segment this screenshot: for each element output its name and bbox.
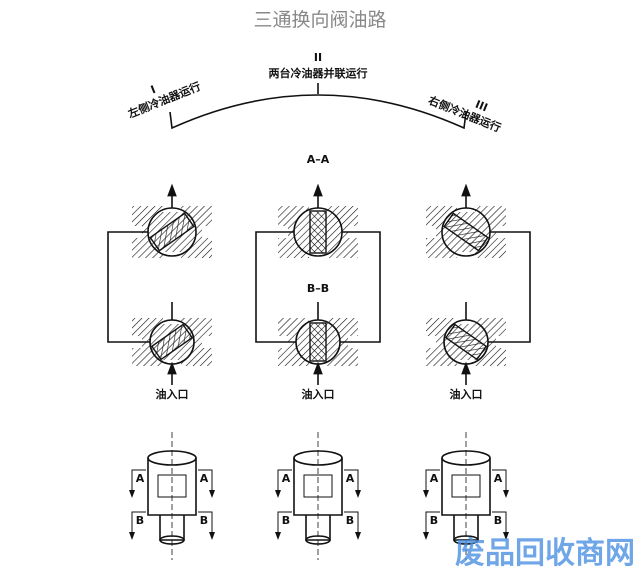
section-arrow-icon xyxy=(492,469,509,498)
valve-plug xyxy=(443,212,489,252)
section-arrow-icon xyxy=(129,469,146,498)
plug-left: A A B B xyxy=(129,432,215,560)
oil-inlet-label-center: 油入口 xyxy=(302,387,335,401)
port-gap xyxy=(202,226,216,238)
valve-plug-bar xyxy=(309,322,327,362)
valve-right-top xyxy=(422,183,510,264)
pipe-left xyxy=(107,231,150,343)
section-arrow-icon xyxy=(129,511,146,540)
plug-center: A A B B xyxy=(275,432,361,560)
valve-plug xyxy=(150,323,194,361)
plug-right: A A B B xyxy=(423,432,509,560)
oil-inlet-label-left: 油入口 xyxy=(156,387,189,401)
plug-stem xyxy=(305,515,331,541)
valve-plug xyxy=(149,212,195,252)
valve-left-bottom xyxy=(128,302,216,372)
valve-sections xyxy=(107,183,531,385)
valve-plug xyxy=(444,323,488,361)
section-label: A xyxy=(494,472,503,485)
port-gap xyxy=(163,252,181,264)
plug-window xyxy=(157,474,187,498)
section-label: A xyxy=(200,472,209,485)
plug-stem xyxy=(159,515,185,541)
section-label: A xyxy=(346,472,355,485)
valve-left-top xyxy=(128,183,216,264)
valve-plug xyxy=(309,210,327,254)
section-arrow-icon xyxy=(423,469,440,498)
valve-plug-bar xyxy=(149,212,195,252)
section-label: B xyxy=(200,514,208,527)
pipe-center-left xyxy=(255,231,296,343)
valve-plug xyxy=(309,322,327,362)
plug-body xyxy=(293,458,343,516)
section-label: A xyxy=(430,472,439,485)
section-arrow-icon xyxy=(423,511,440,540)
section-arrow-icon xyxy=(344,511,361,540)
section-label: A xyxy=(136,472,145,485)
plug-body xyxy=(147,458,197,516)
section-arrow-icon xyxy=(275,511,292,540)
port-gap xyxy=(309,252,327,264)
section-arrow-icon xyxy=(198,511,215,540)
valve-center-top xyxy=(274,183,362,264)
valve-plug-bar xyxy=(309,210,327,254)
section-label: A xyxy=(282,472,291,485)
port-gap xyxy=(422,336,436,348)
oil-inlet-label-right: 油入口 xyxy=(450,387,483,401)
valve-plug-bar xyxy=(150,323,194,361)
plug-body xyxy=(441,458,491,516)
port-gap xyxy=(457,252,475,264)
plug-window xyxy=(303,474,333,498)
position-1-label: 左侧冷油器运行 xyxy=(125,79,203,121)
position-3-numeral: III xyxy=(473,98,489,115)
section-arrow-icon xyxy=(275,469,292,498)
position-arc xyxy=(169,94,467,130)
position-1-numeral: I xyxy=(149,83,158,97)
position-2-numeral: II xyxy=(314,51,322,64)
section-label: B xyxy=(282,514,290,527)
position-2-label: 两台冷油器并联运行 xyxy=(269,66,368,80)
plug-stem xyxy=(453,515,479,541)
plug-window xyxy=(451,474,481,498)
section-aa-label: A–A xyxy=(307,153,330,166)
section-label: B xyxy=(494,514,502,527)
plug-bottom xyxy=(453,535,479,545)
valve-plug-bar xyxy=(443,212,489,252)
section-arrow-icon xyxy=(198,469,215,498)
section-label: B xyxy=(136,514,144,527)
pipe-right xyxy=(488,231,531,343)
valve-center-bottom xyxy=(274,302,362,372)
diagram-title: 三通换向阀油路 xyxy=(253,9,386,31)
section-arrow-icon xyxy=(492,511,509,540)
valve-right-bottom xyxy=(422,302,510,372)
watermark: 废品回收商网 xyxy=(455,536,635,569)
pipe-center-right xyxy=(340,231,381,343)
plug-bottom xyxy=(159,535,185,545)
plug-bottom xyxy=(305,535,331,545)
port-gap xyxy=(422,226,436,238)
valve-plug-views: A A B B A A B B A A B B xyxy=(129,432,509,560)
section-bb-label: B–B xyxy=(307,282,329,295)
section-label: B xyxy=(346,514,354,527)
valve-plug-bar xyxy=(444,323,488,361)
section-label: B xyxy=(430,514,438,527)
section-arrow-icon xyxy=(344,469,361,498)
port-gap xyxy=(202,336,216,348)
